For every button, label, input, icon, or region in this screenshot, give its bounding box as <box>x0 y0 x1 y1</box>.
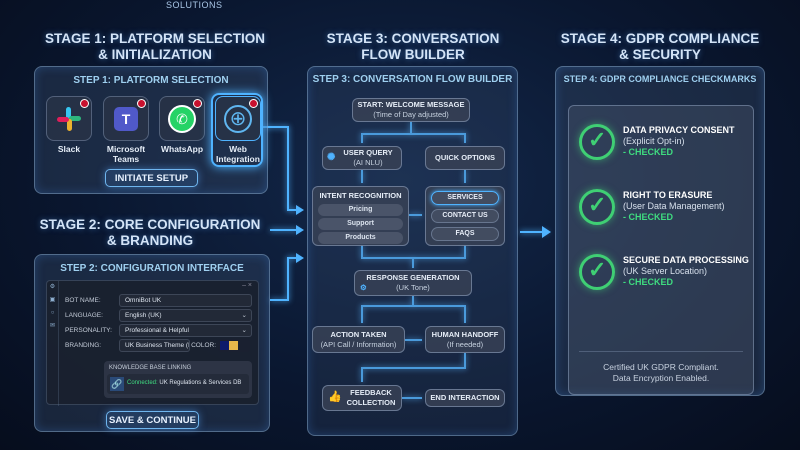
field-label: LANGUAGE: <box>65 312 103 319</box>
check-circle-icon: ✓ <box>579 124 615 160</box>
checklist-box: ✓ DATA PRIVACY CONSENT(Explicit Opt-in)-… <box>568 105 754 395</box>
window-icon[interactable]: ▣ <box>49 297 56 303</box>
platform-teams[interactable]: T <box>103 96 149 141</box>
teams-icon: T <box>114 106 138 131</box>
stage2-title: STAGE 2: CORE CONFIGURATION& BRANDING <box>39 217 261 248</box>
platform-label: Web Integration <box>216 144 260 164</box>
field-label: PERSONALITY: <box>65 327 112 334</box>
node-action-taken[interactable]: ACTION TAKEN(API Call / Information) <box>312 326 405 353</box>
option-faqs[interactable]: FAQS <box>431 227 499 241</box>
connection-status: 🔗 Connected: UK Regulations & Services D… <box>107 374 249 394</box>
chevron-down-icon: ⌄ <box>241 312 247 319</box>
platform-slack[interactable] <box>46 96 92 141</box>
color-label: COLOR: <box>191 342 216 349</box>
personality-row: PERSONALITY: Professional & Helpful⌄ <box>65 324 252 337</box>
brand-subtitle: SOLUTIONS <box>166 0 223 10</box>
link-icon: 🔗 <box>110 377 124 391</box>
node-user-query[interactable]: ✺USER QUERY(AI NLU) <box>322 146 402 170</box>
node-intent-recognition[interactable]: INTENT RECOGNITION Pricing Support Produ… <box>312 186 409 246</box>
node-response-generation[interactable]: ⚙RESPONSE GENERATION(UK Tone) <box>354 270 472 296</box>
step2-panel: STEP 2: CONFIGURATION INTERFACE ⚙ ▣ ○ ✉ – ×… <box>34 254 270 432</box>
check-item: DATA PRIVACY CONSENT(Explicit Opt-in)- C… <box>623 125 735 157</box>
personality-select[interactable]: Professional & Helpful <box>119 324 252 337</box>
branding-input[interactable]: UK Business Theme (Loaded) <box>119 339 190 352</box>
platform-web[interactable]: ⊕ <box>215 96 261 141</box>
stage1-title: STAGE 1: PLATFORM SELECTION& INITIALIZAT… <box>44 31 265 62</box>
language-row: LANGUAGE: English (UK)⌄ <box>65 309 252 322</box>
knowledge-heading: KNOWLEDGE BASE LINKING <box>109 365 192 371</box>
step3-panel: STEP 3: CONVERSATION FLOW BUILDER <box>307 66 518 436</box>
node-options: SERVICES CONTACT US FAQS <box>425 186 505 246</box>
platform-label: WhatsApp <box>160 144 204 154</box>
check-circle-icon: ✓ <box>579 189 615 225</box>
uk-flag-icon <box>80 99 89 108</box>
gear-icon: ⚙ <box>360 283 367 292</box>
intent-chip[interactable]: Support <box>318 218 403 230</box>
whatsapp-icon: ✆ <box>168 104 196 133</box>
config-sidebar: ⚙ ▣ ○ ✉ <box>47 281 59 406</box>
step2-heading: STEP 2: CONFIGURATION INTERFACE <box>60 263 244 274</box>
node-feedback[interactable]: 👍FEEDBACK COLLECTION <box>322 385 402 411</box>
divider <box>579 351 743 352</box>
globe-cursor-icon: ⊕ <box>224 104 252 133</box>
knowledge-base-box: KNOWLEDGE BASE LINKING 🔗 Connected: UK R… <box>104 361 252 398</box>
connected-label: Connected: <box>127 380 158 386</box>
field-label: BRANDING: <box>65 342 102 349</box>
check-item: RIGHT TO ERASURE(User Data Management)- … <box>623 190 725 222</box>
node-human-handoff[interactable]: HUMAN HANDOFF(If needed) <box>425 326 505 353</box>
save-continue-button[interactable]: SAVE & CONTINUE <box>106 411 199 429</box>
bot-name-input[interactable]: OmniBot UK <box>119 294 252 307</box>
step1-panel: STEP 1: PLATFORM SELECTION Slack T Micro… <box>34 66 268 194</box>
node-end-interaction[interactable]: END INTERACTION <box>425 389 505 407</box>
intent-chip[interactable]: Pricing <box>318 204 403 216</box>
window-controls[interactable]: – × <box>242 282 252 289</box>
uk-flag-icon <box>249 99 258 108</box>
mail-icon[interactable]: ✉ <box>49 323 56 329</box>
node-quick-options[interactable]: QUICK OPTIONS <box>425 146 505 170</box>
platform-label: Microsoft Teams <box>106 144 146 164</box>
slack-icon <box>57 106 81 131</box>
check-item: SECURE DATA PROCESSING(UK Server Locatio… <box>623 255 749 287</box>
chevron-down-icon: ⌄ <box>241 327 247 334</box>
platform-whatsapp[interactable]: ✆ <box>159 96 205 141</box>
gear-icon[interactable]: ⚙ <box>49 284 56 290</box>
config-window: ⚙ ▣ ○ ✉ – × BOT NAME: OmniBot UK LANGUAGE: En… <box>46 280 259 406</box>
step1-heading: STEP 1: PLATFORM SELECTION <box>73 75 229 86</box>
node-start[interactable]: START: WELCOME MESSAGE(Time of Day adjus… <box>352 98 470 122</box>
thumbs-up-icon: 👍 <box>328 391 342 403</box>
step4-panel: STEP 4: GDPR COMPLIANCE CHECKMARKS ✓ DAT… <box>555 66 765 396</box>
settings-icon[interactable]: ○ <box>50 310 55 316</box>
platform-label: Slack <box>57 144 81 154</box>
field-label: BOT NAME: <box>65 297 101 304</box>
initiate-setup-button[interactable]: INITIATE SETUP <box>105 169 198 187</box>
option-contact-us[interactable]: CONTACT US <box>431 209 499 223</box>
branding-row: BRANDING: UK Business Theme (Loaded) COLO… <box>65 339 252 352</box>
step3-heading: STEP 3: CONVERSATION FLOW BUILDER <box>312 74 513 85</box>
brain-icon: ✺ <box>327 152 336 163</box>
stage4-title: STAGE 4: GDPR COMPLIANCE& SECURITY <box>560 31 760 62</box>
connected-value: UK Regulations & Services DB <box>159 380 242 386</box>
step4-heading: STEP 4: GDPR COMPLIANCE CHECKMARKS <box>563 74 757 84</box>
color-picker[interactable] <box>218 339 250 352</box>
uk-flag-icon <box>193 99 202 108</box>
compliance-footer: Certified UK GDPR Compliant.Data Encrypt… <box>603 362 719 383</box>
check-circle-icon: ✓ <box>579 254 615 290</box>
bot-name-row: BOT NAME: OmniBot UK <box>65 294 252 307</box>
platform-web-selected[interactable] <box>211 93 263 167</box>
intent-chip[interactable]: Products <box>318 232 403 244</box>
uk-flag-icon <box>137 99 146 108</box>
language-select[interactable]: English (UK) <box>119 309 252 322</box>
option-services[interactable]: SERVICES <box>431 191 499 205</box>
config-form: BOT NAME: OmniBot UK LANGUAGE: English (UK… <box>61 281 258 406</box>
